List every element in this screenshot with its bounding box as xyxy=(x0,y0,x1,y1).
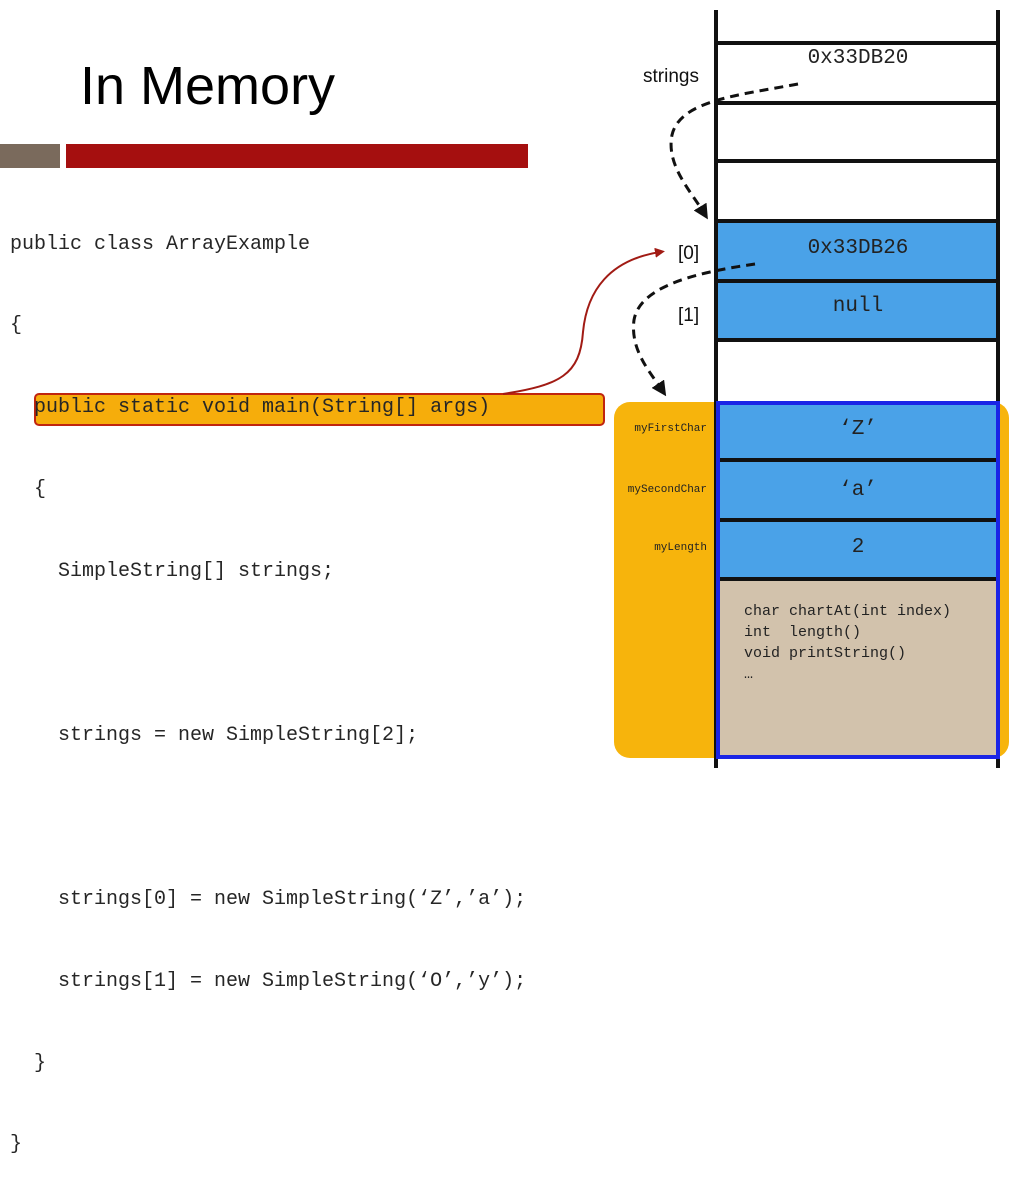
code-line: public class ArrayExample xyxy=(10,232,311,256)
memory-divider xyxy=(716,159,1000,163)
array-index-1-cell: null xyxy=(718,281,998,340)
memory-divider xyxy=(716,458,1000,462)
methods-list: char chartAt(int index) int length() voi… xyxy=(744,601,951,685)
memory-divider xyxy=(716,219,1000,223)
field-label-mysecondchar: mySecondChar xyxy=(627,484,707,496)
array-index-0-label: [0] xyxy=(678,243,700,264)
strings-value: 0x33DB20 xyxy=(807,47,909,70)
code-line: strings[1] = new SimpleString(‘O’,’y’); xyxy=(10,969,527,993)
memory-right-edge xyxy=(996,10,1000,768)
code-line: strings = new SimpleString[2]; xyxy=(10,723,419,747)
memory-left-edge xyxy=(714,10,718,768)
methods-cell: char chartAt(int index) int length() voi… xyxy=(718,579,998,759)
array-index-0-cell: 0x33DB26 xyxy=(718,222,998,281)
field-value-mysecondchar: ‘a’ xyxy=(839,478,877,502)
code-line xyxy=(10,804,526,831)
code-line-highlighted: strings[0] = new SimpleString(‘Z’,’a’); xyxy=(10,887,527,911)
method-ellipsis: … xyxy=(744,666,754,683)
field-value-myfirstchar: ‘Z’ xyxy=(839,418,877,441)
slide-title: In Memory xyxy=(80,56,336,116)
strings-variable-label: strings xyxy=(643,66,699,87)
field-cell-myfirstchar: ‘Z’ xyxy=(718,401,998,460)
code-line: } xyxy=(10,1133,23,1157)
code-line: { xyxy=(10,314,23,338)
method-signature: void printString() xyxy=(744,645,907,662)
memory-divider xyxy=(716,279,1000,283)
memory-divider xyxy=(716,577,1000,581)
field-label-mylength: myLength xyxy=(654,542,707,554)
code-line: SimpleString[] strings; xyxy=(10,560,335,584)
pointer-arrow-strings-to-array xyxy=(669,82,799,220)
memory-divider xyxy=(716,101,1000,105)
field-label-myfirstchar: myFirstChar xyxy=(634,423,707,435)
field-cell-mylength: 2 xyxy=(718,520,998,579)
highlighted-code-line xyxy=(34,393,605,426)
code-line: public static void main(String[] args) xyxy=(10,396,491,420)
array-index-1-label: [1] xyxy=(678,305,700,326)
pointer-arrows xyxy=(502,82,799,397)
title-underline-bar xyxy=(66,144,528,168)
array-index-0-value: 0x33DB26 xyxy=(807,237,909,260)
method-signature: int length() xyxy=(744,624,862,641)
field-cell-mysecondchar: ‘a’ xyxy=(718,460,998,520)
highlight-arrow-to-index0 xyxy=(502,247,665,395)
code-line: } xyxy=(10,1051,47,1075)
field-value-mylength: 2 xyxy=(851,536,865,559)
method-signature: char chartAt(int index) xyxy=(744,603,952,620)
array-index-1-value: null xyxy=(832,295,884,318)
strings-variable-cell: 0x33DB20 xyxy=(718,43,998,102)
object-frame xyxy=(716,401,1000,759)
code-line: { xyxy=(10,478,47,502)
memory-divider xyxy=(716,41,1000,45)
pointer-arrow-index0-to-object xyxy=(631,262,756,397)
memory-divider xyxy=(716,518,1000,522)
title-underline-accent xyxy=(0,144,60,168)
memory-divider xyxy=(716,338,1000,342)
